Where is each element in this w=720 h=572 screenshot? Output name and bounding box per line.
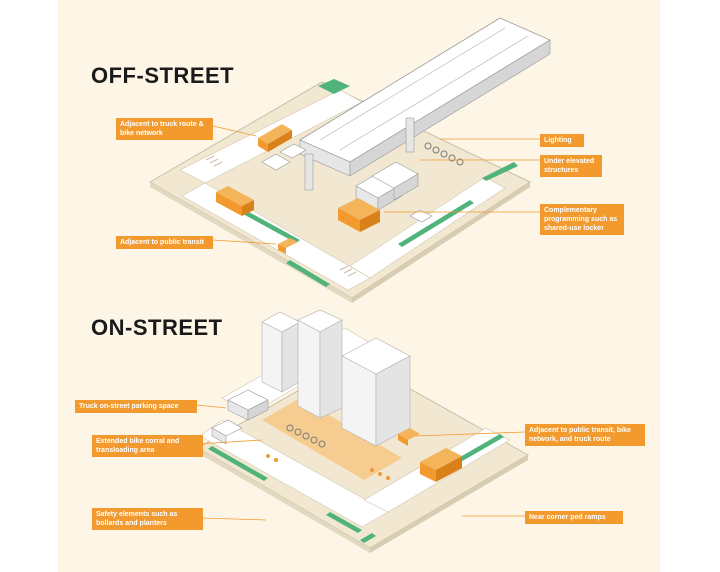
building-2 bbox=[297, 309, 343, 419]
bike-racks bbox=[424, 142, 464, 166]
on-street-bike-lane-2 bbox=[326, 512, 362, 533]
callout-safety-elements: Safety elements such as bollards and pla… bbox=[92, 508, 203, 530]
off-street-bus-shelter bbox=[278, 238, 298, 254]
bike-corral bbox=[286, 424, 326, 448]
off-street-road-sw bbox=[181, 182, 371, 291]
on-street-bike-lane-4 bbox=[360, 533, 376, 543]
building-1 bbox=[261, 311, 301, 393]
elevated-pillar-1 bbox=[304, 153, 314, 191]
off-street-truck bbox=[258, 124, 292, 152]
off-street-title: OFF-STREET bbox=[91, 63, 235, 88]
off-street-bike-lane-1 bbox=[318, 79, 350, 94]
callout-transit-bike-truck: Adjacent to public transit, bike network… bbox=[525, 424, 645, 446]
elevated-railing bbox=[319, 27, 529, 151]
on-street-bus bbox=[420, 448, 462, 482]
off-street-vans bbox=[261, 143, 433, 223]
callout-public-transit: Adjacent to public transit bbox=[116, 236, 213, 249]
callout-under-elevated: Under elevated structures bbox=[540, 155, 602, 177]
elevated-deck-front bbox=[349, 39, 551, 177]
on-street-scene bbox=[196, 309, 530, 553]
transloading-area bbox=[262, 398, 402, 480]
callout-complementary-programming: Complementary programming such as shared… bbox=[540, 204, 624, 235]
callout-truck-route-bike-network: Adjacent to truck route & bike network bbox=[116, 118, 213, 140]
bollards bbox=[266, 454, 390, 480]
off-street-bike-lane-4 bbox=[482, 162, 518, 181]
on-street-title: ON-STREET bbox=[91, 315, 223, 340]
on-street-road-sw bbox=[199, 419, 389, 528]
elevated-pillar-2 bbox=[405, 117, 415, 153]
on-street-bus-shelter bbox=[398, 428, 420, 446]
on-street-truck bbox=[211, 389, 269, 445]
on-street-bike-lane-1 bbox=[208, 446, 268, 481]
callout-corner-ped-ramps: Near corner ped ramps bbox=[525, 511, 623, 524]
shared-use-lockers bbox=[355, 161, 419, 211]
callout-bike-corral: Extended bike corral and transloading ar… bbox=[92, 435, 203, 457]
off-street-bike-lane-2 bbox=[234, 206, 300, 243]
leader-lines bbox=[196, 125, 540, 521]
off-street-bus bbox=[216, 186, 254, 216]
off-street-crosswalks bbox=[205, 155, 357, 277]
off-street-bike-lane-5 bbox=[286, 260, 330, 287]
orange-locker-block bbox=[338, 198, 380, 232]
callout-truck-parking: Truck on-street parking space bbox=[75, 400, 197, 413]
building-3 bbox=[341, 337, 411, 447]
callout-lighting: Lighting bbox=[540, 134, 584, 147]
